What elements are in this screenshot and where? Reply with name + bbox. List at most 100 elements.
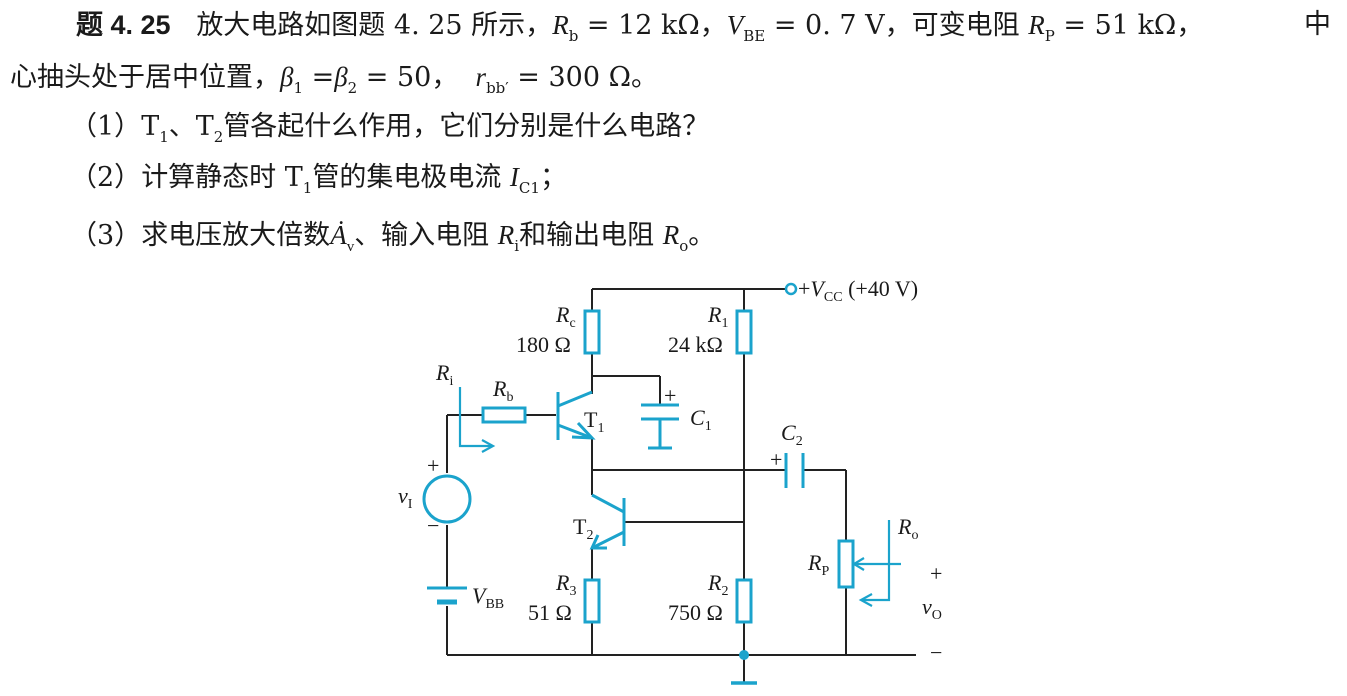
q3-ri-symbol: R [497, 220, 515, 250]
q1-t2-subscript: 2 [213, 128, 224, 146]
vcc-terminal-icon [784, 282, 798, 296]
r2-value: 750 Ω [668, 600, 723, 625]
q3-av-symbol: Ȧ [330, 220, 347, 250]
beta1-symbol: β [280, 62, 294, 92]
q2-ic-subscript: C1 [518, 179, 540, 197]
t2-label: T2 [573, 514, 593, 543]
q3-text-c: 和输出电阻 [519, 220, 663, 251]
rp-potentiometer-icon [837, 539, 855, 589]
rb-label: Rb [492, 376, 513, 405]
vi-minus: − [427, 513, 439, 538]
q2-end: ； [539, 162, 567, 193]
q2-text-a: 计算静态时 T [141, 162, 303, 193]
rb-value: = 12 kΩ， [578, 10, 727, 41]
r2-label: R2 [707, 570, 728, 599]
c1-label: C1 [690, 405, 712, 434]
rc-value: 180 Ω [516, 332, 571, 357]
wires [446, 288, 916, 682]
vo-plus: + [930, 561, 942, 586]
rp-intro: 可变电阻 [911, 10, 1029, 41]
c1-capacitor-icon [641, 403, 679, 450]
c1-plus: + [664, 383, 676, 408]
beta1-subscript: 1 [293, 79, 303, 97]
t1-label: T1 [584, 407, 604, 436]
r2-resistor-icon [735, 578, 753, 624]
vcc-label: +VCC (+40 V) [798, 276, 918, 305]
r3-label: R3 [555, 570, 576, 599]
t2-transistor-icon [589, 493, 626, 550]
rp-subscript: P [1044, 27, 1055, 45]
c2-label: C2 [781, 420, 803, 449]
rc-label: Rc [555, 302, 576, 331]
r3-value: 51 Ω [528, 600, 572, 625]
question-1: （1）T1、T2管各起什么作用，它们分别是什么电路？ [70, 110, 709, 154]
beta-value: = 50， [357, 62, 459, 93]
q1-number: （1） [70, 111, 142, 142]
q1-text: 管各起什么作用，它们分别是什么电路？ [223, 111, 710, 142]
r1-value: 24 kΩ [668, 332, 723, 357]
vi-label: vI [398, 483, 413, 512]
q1-t1: T [141, 111, 160, 142]
circuit-labels: +VCC (+40 V) Rc 180 Ω R1 24 kΩ Ri Rb T1 … [398, 276, 942, 665]
rp-value: = 51 kΩ， [1054, 10, 1204, 41]
q3-ro-subscript: o [679, 237, 689, 255]
beta2-symbol: β [334, 62, 348, 92]
q3-av-subscript: v [346, 239, 355, 255]
vbe-subscript: BE [743, 27, 766, 45]
q1-t2: T [195, 111, 214, 142]
problem-number: 题 4. 25 [76, 10, 171, 40]
vi-plus: + [427, 453, 439, 478]
q3-end: 。 [688, 220, 716, 251]
rb-subscript: b [568, 27, 579, 45]
ground-node-dot [739, 650, 749, 660]
ro-label: Ro [897, 514, 918, 543]
beta2-subscript: 2 [347, 79, 358, 97]
q3-text-b: 、输入电阻 [354, 220, 498, 251]
vo-minus: − [930, 640, 942, 665]
rp-label: RP [807, 550, 829, 579]
question-2: （2）计算静态时 T1管的集电极电流 IC1； [70, 160, 567, 205]
q2-t1-subscript: 1 [302, 179, 313, 197]
line1-end: 中 [1304, 9, 1331, 40]
vbe-symbol: V [726, 10, 744, 40]
components [422, 309, 901, 624]
rb-symbol: R [552, 10, 569, 40]
q2-text-b: 管的集电极电流 [312, 162, 510, 193]
rbb-symbol: r [475, 62, 487, 92]
problem-line-1: 题 4. 25 放大电路如图题 4. 25 所示，Rb = 12 kΩ，VBE … [76, 8, 1203, 53]
vi-source-icon [422, 474, 472, 524]
t1-transistor-icon [556, 390, 596, 440]
question-3: （3）求电压放大倍数Ȧv、输入电阻 Ri和输出电阻 Ro。 [70, 218, 715, 264]
rp-wiper-arrow-icon [851, 557, 901, 571]
r3-resistor-icon [583, 578, 601, 624]
q3-ri-subscript: i [514, 237, 520, 255]
q3-number: （3） [70, 220, 142, 251]
q3-text-a: 求电压放大倍数 [141, 220, 331, 251]
rbb-subscript: bb′ [486, 79, 509, 97]
rb-resistor-icon [481, 406, 527, 424]
rbb-value: = 300 Ω。 [508, 62, 658, 93]
vo-label: vO [922, 594, 942, 623]
c2-plus: + [770, 447, 782, 472]
ro-arrow-icon [858, 520, 891, 607]
q3-ro-symbol: R [662, 220, 680, 250]
circuit-diagram: +VCC (+40 V) Rc 180 Ω R1 24 kΩ Ri Rb T1 … [398, 276, 942, 685]
r1-label: R1 [707, 302, 728, 331]
ri-label: Ri [435, 360, 453, 389]
beta-eq: = [303, 62, 335, 93]
vbb-label: VBB [472, 583, 504, 612]
rc-resistor-icon [583, 309, 601, 355]
q1-t1-subscript: 1 [159, 128, 169, 146]
rp-symbol: R [1028, 10, 1045, 40]
problem-line-2: 心抽头处于居中位置，β1 =β2 = 50， rbb′ = 300 Ω。 [10, 60, 658, 105]
q1-sep: 、 [168, 111, 196, 142]
c2-capacitor-icon [784, 453, 805, 488]
r1-resistor-icon [735, 309, 753, 355]
q2-ic-symbol: I [509, 162, 519, 192]
line2-text: 心抽头处于居中位置， [10, 62, 280, 93]
vbb-battery-icon [427, 586, 467, 605]
problem-intro: 放大电路如图题 4. 25 所示， [196, 10, 553, 41]
vbe-value: = 0. 7 V， [765, 10, 912, 41]
q2-number: （2） [70, 162, 142, 193]
ri-arrow-icon [458, 387, 496, 453]
